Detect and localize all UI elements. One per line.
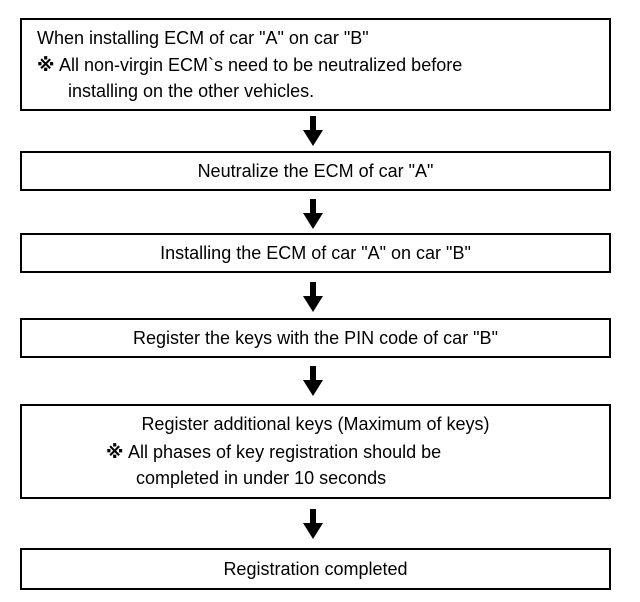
- arrow-down-icon: [303, 199, 323, 229]
- arrow-down-icon: [303, 366, 323, 396]
- step-box-neutralize: Neutralize the ECM of car "A": [20, 151, 611, 191]
- step-text: Neutralize the ECM of car "A": [197, 161, 434, 181]
- reference-mark-icon: ※: [37, 55, 55, 75]
- step-box-install-on-b: Installing the ECM of car "A" on car "B": [20, 233, 611, 273]
- step-text: Register additional keys (Maximum of key…: [141, 414, 490, 434]
- reference-mark-icon: ※: [106, 442, 124, 462]
- note-text-continued: installing on the other vehicles.: [68, 81, 315, 101]
- step-box-install-ecm: When installing ECM of car "A" on car "B…: [20, 18, 611, 111]
- arrow-down-icon: [303, 282, 323, 312]
- note-line: ※All non-virgin ECM`s need to be neutral…: [37, 55, 462, 76]
- note-line: ※All phases of key registration should b…: [106, 442, 441, 463]
- step-text: When installing ECM of car "A" on car "B…: [37, 28, 369, 48]
- note-text: All non-virgin ECM`s need to be neutrali…: [59, 55, 463, 75]
- step-text: Installing the ECM of car "A" on car "B": [160, 243, 471, 263]
- step-text: Register the keys with the PIN code of c…: [133, 328, 498, 348]
- arrow-down-icon: [303, 116, 323, 146]
- step-box-register-keys: Register the keys with the PIN code of c…: [20, 318, 611, 358]
- step-box-register-additional-keys: Register additional keys (Maximum of key…: [20, 404, 611, 499]
- step-text: Registration completed: [223, 559, 408, 579]
- note-text: All phases of key registration should be: [128, 442, 442, 462]
- arrow-down-icon: [303, 509, 323, 539]
- step-box-registration-completed: Registration completed: [20, 548, 611, 590]
- note-text-continued: completed in under 10 seconds: [136, 468, 387, 488]
